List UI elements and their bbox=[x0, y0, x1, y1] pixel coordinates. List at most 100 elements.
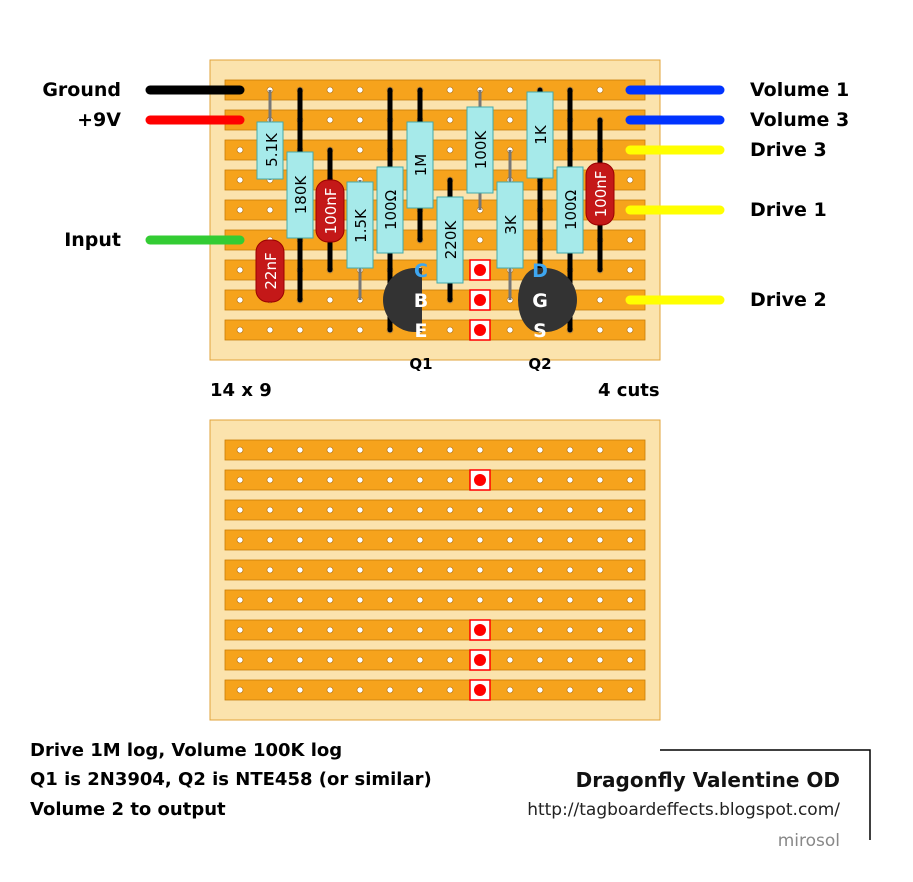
strip-hole bbox=[326, 686, 334, 694]
capacitor-100nf-right-label: 100nF bbox=[592, 171, 610, 218]
board-size-label: 14 x 9 bbox=[210, 380, 272, 401]
strip-hole bbox=[236, 326, 244, 334]
strip-hole bbox=[476, 506, 484, 514]
q2-pin-d: D bbox=[532, 260, 548, 282]
resistor-180k-label: 180K bbox=[292, 175, 310, 215]
resistor-100k: 100K bbox=[466, 106, 494, 194]
strip-hole bbox=[386, 596, 394, 604]
track-cut-dot bbox=[474, 624, 486, 636]
strip-hole bbox=[236, 146, 244, 154]
strip-hole bbox=[626, 686, 634, 694]
strip-hole bbox=[386, 656, 394, 664]
copper-strip bbox=[224, 259, 646, 281]
copper-strip bbox=[224, 109, 646, 131]
strip-hole bbox=[266, 476, 274, 484]
strip-hole bbox=[326, 626, 334, 634]
copper-strip bbox=[224, 529, 646, 551]
strip-hole bbox=[626, 176, 634, 184]
copper-strip bbox=[224, 679, 646, 701]
strip-hole bbox=[536, 686, 544, 694]
resistor-1k-label: 1K bbox=[532, 124, 550, 145]
strip-hole bbox=[416, 536, 424, 544]
strip-hole bbox=[236, 446, 244, 454]
blog-url[interactable]: http://tagboardeffects.blogspot.com/ bbox=[527, 800, 840, 820]
strip-hole bbox=[236, 476, 244, 484]
strip-hole bbox=[506, 626, 514, 634]
strip-hole bbox=[416, 476, 424, 484]
resistor-100ohm-q1: 100Ω bbox=[376, 166, 404, 254]
capacitor-22nf-label: 22nF bbox=[262, 252, 280, 289]
label-volume-3: Volume 3 bbox=[750, 109, 850, 131]
strip-hole bbox=[626, 506, 634, 514]
strip-hole bbox=[446, 686, 454, 694]
q2-pin-g: G bbox=[532, 290, 548, 312]
strip-hole bbox=[566, 506, 574, 514]
strip-hole bbox=[236, 266, 244, 274]
resistor-1k5-label: 1.5K bbox=[352, 208, 370, 243]
copper-strip bbox=[224, 559, 646, 581]
resistor-1k5: 1.5K bbox=[346, 181, 374, 269]
strip-hole bbox=[506, 86, 514, 94]
strip-hole bbox=[296, 566, 304, 574]
strip-hole bbox=[326, 446, 334, 454]
strip-hole bbox=[386, 626, 394, 634]
strip-hole bbox=[416, 596, 424, 604]
strip-hole bbox=[626, 536, 634, 544]
strip-hole bbox=[596, 656, 604, 664]
strip-hole bbox=[266, 446, 274, 454]
label-input: Input bbox=[64, 229, 121, 251]
note-pots: Drive 1M log, Volume 100K log bbox=[30, 740, 343, 761]
strip-hole bbox=[236, 176, 244, 184]
strip-hole bbox=[296, 596, 304, 604]
strip-hole bbox=[626, 236, 634, 244]
copper-strip bbox=[224, 649, 646, 671]
strip-hole bbox=[416, 566, 424, 574]
note-transistors: Q1 is 2N3904, Q2 is NTE458 (or similar) bbox=[30, 769, 432, 790]
strip-hole bbox=[506, 596, 514, 604]
label-ground: Ground bbox=[42, 79, 121, 101]
strip-hole bbox=[566, 656, 574, 664]
project-title: Dragonfly Valentine OD bbox=[575, 768, 840, 792]
strip-hole bbox=[236, 686, 244, 694]
strip-hole bbox=[476, 536, 484, 544]
strip-hole bbox=[266, 206, 274, 214]
track-cut-dot bbox=[474, 264, 486, 276]
label-9v: +9V bbox=[77, 109, 121, 131]
capacitor-22nf: 22nF bbox=[255, 239, 285, 303]
strip-hole bbox=[626, 626, 634, 634]
strip-hole bbox=[296, 626, 304, 634]
strip-hole bbox=[356, 116, 364, 124]
strip-hole bbox=[386, 566, 394, 574]
strip-hole bbox=[596, 476, 604, 484]
strip-hole bbox=[626, 476, 634, 484]
strip-hole bbox=[446, 116, 454, 124]
strip-hole bbox=[266, 686, 274, 694]
strip-hole bbox=[266, 536, 274, 544]
strip-hole bbox=[566, 446, 574, 454]
bottom-strips bbox=[224, 439, 646, 701]
strip-hole bbox=[296, 686, 304, 694]
resistor-100k-label: 100K bbox=[472, 130, 490, 170]
strip-hole bbox=[446, 596, 454, 604]
copper-strip bbox=[224, 499, 646, 521]
strip-hole bbox=[356, 506, 364, 514]
strip-hole bbox=[326, 536, 334, 544]
q1-label: Q1 bbox=[409, 355, 432, 373]
strip-hole bbox=[326, 326, 334, 334]
strip-hole bbox=[326, 656, 334, 664]
strip-hole bbox=[446, 146, 454, 154]
strip-hole bbox=[536, 626, 544, 634]
resistor-100ohm-q2-label: 100Ω bbox=[562, 190, 580, 230]
resistor-100ohm-q2: 100Ω bbox=[556, 166, 584, 254]
strip-hole bbox=[626, 326, 634, 334]
strip-hole bbox=[446, 476, 454, 484]
strip-hole bbox=[596, 296, 604, 304]
strip-hole bbox=[326, 476, 334, 484]
strip-hole bbox=[566, 566, 574, 574]
transistor-q2: D G S Q2 bbox=[518, 260, 577, 373]
strip-hole bbox=[386, 446, 394, 454]
strip-hole bbox=[626, 566, 634, 574]
strip-hole bbox=[386, 506, 394, 514]
strip-hole bbox=[536, 536, 544, 544]
